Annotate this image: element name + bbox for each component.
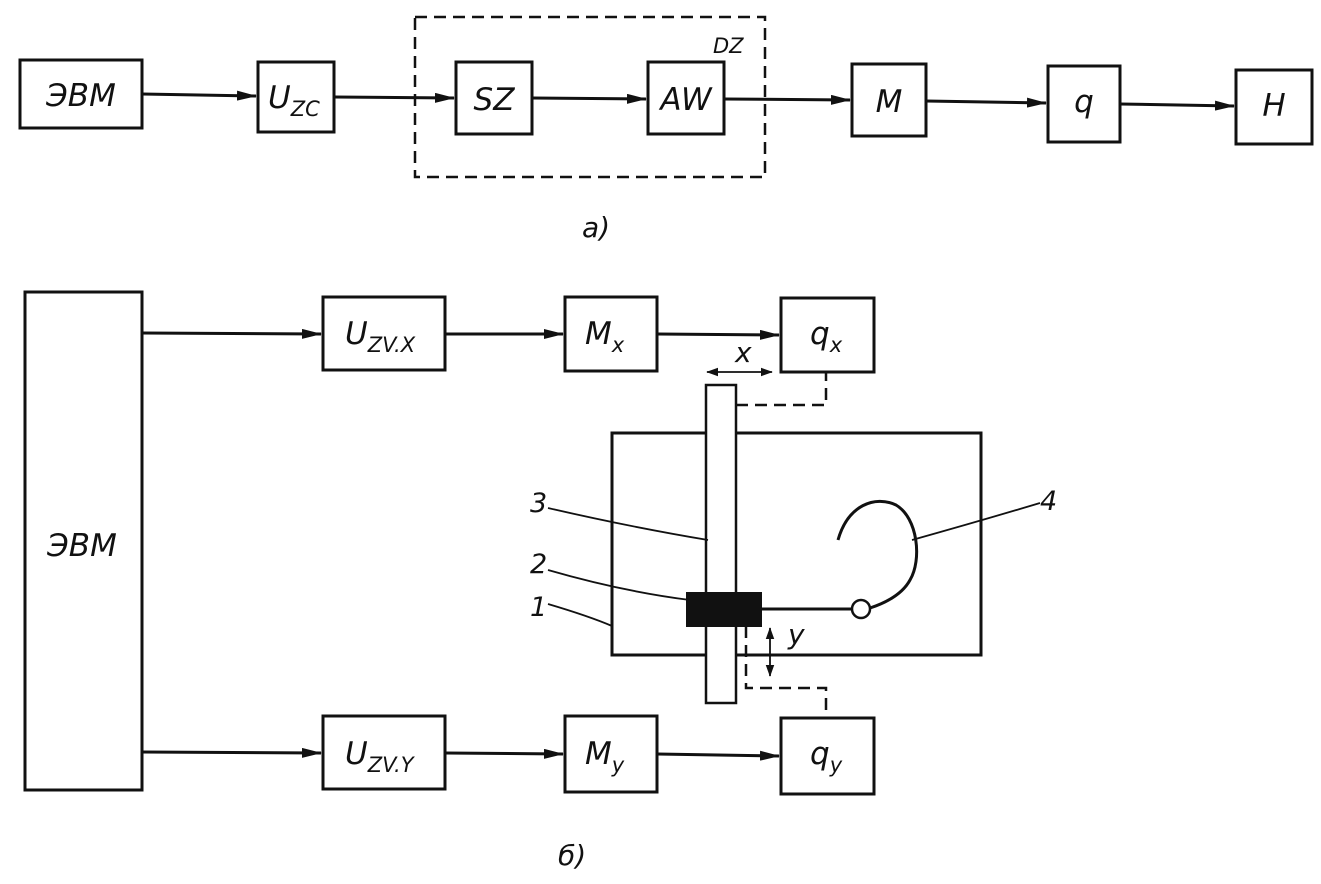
block-q-label: q xyxy=(1074,84,1094,120)
block-sz-label: SZ xyxy=(474,82,516,118)
block-aw-label: AW xyxy=(658,82,713,118)
leader-1 xyxy=(547,603,613,627)
block-m-y-label: My xyxy=(585,736,625,777)
block-q-y xyxy=(779,716,876,796)
arrow-evm-to-ux xyxy=(141,328,322,339)
arrow-evm-to-uy xyxy=(141,747,322,758)
pen-circle xyxy=(850,598,872,620)
block-m xyxy=(850,62,928,138)
axis-x-label: x xyxy=(734,336,752,369)
block-q xyxy=(1046,64,1122,144)
caption-b: б) xyxy=(558,839,586,872)
block-m-x-label: Mx xyxy=(585,316,625,357)
block-h-label: H xyxy=(1262,88,1285,124)
block-u-zv-x xyxy=(321,295,447,372)
block-aw xyxy=(646,60,726,136)
block-m-x xyxy=(563,295,659,373)
plotted-curve xyxy=(836,499,919,610)
leader-3 xyxy=(547,507,709,541)
block-h xyxy=(1234,68,1314,146)
arrow-my-to-qy xyxy=(656,750,780,761)
arrow-mx-to-qx xyxy=(656,329,780,340)
block-q-x-label: qx xyxy=(810,316,843,357)
diagram-b: ЭВМ UZV.X Mx qx UZV.Y My qy xyxy=(23,290,1057,872)
arrow-q-to-h xyxy=(1119,100,1235,111)
block-u-zv-y xyxy=(321,714,447,791)
dz-group-label: DZ xyxy=(713,34,744,58)
block-evm-b xyxy=(23,290,144,792)
guide-rail xyxy=(704,383,738,705)
callout-4: 4 xyxy=(1040,486,1057,517)
feedback-x-dashed xyxy=(736,372,828,407)
block-u-zv-x-label: UZV.X xyxy=(345,316,416,357)
block-m-label: M xyxy=(876,84,903,120)
block-u-zc xyxy=(256,60,336,134)
callout-3: 3 xyxy=(530,488,547,519)
leader-2 xyxy=(547,569,691,601)
block-u-zc-label: UZC xyxy=(268,80,320,121)
block-evm-a xyxy=(18,58,144,130)
caption-a: а) xyxy=(582,211,610,244)
axis-y-label: y xyxy=(787,618,805,651)
block-u-zv-y-label: UZV.Y xyxy=(345,736,416,777)
callout-1: 1 xyxy=(530,592,547,623)
feedback-y-dashed xyxy=(744,626,828,718)
block-q-y-label: qy xyxy=(810,736,843,777)
block-evm-a-label: ЭВМ xyxy=(45,78,116,114)
arrow-aw-to-m xyxy=(723,94,851,105)
block-evm-b-label: ЭВМ xyxy=(46,528,117,564)
plot-table xyxy=(610,431,983,657)
callout-2: 2 xyxy=(530,549,547,580)
block-q-x xyxy=(779,296,876,374)
arrow-uy-to-my xyxy=(444,748,564,759)
carriage xyxy=(686,592,762,627)
arrow-evm-to-uzc xyxy=(141,90,257,101)
arrow-m-to-q xyxy=(925,97,1047,108)
leader-4 xyxy=(911,502,1041,541)
block-m-y xyxy=(563,714,659,794)
arrow-uzc-to-sz xyxy=(333,92,455,103)
diagram-a: DZ ЭВМ UZC SZ AW M q H а) xyxy=(18,15,1314,244)
arrow-sz-to-aw xyxy=(531,93,647,104)
